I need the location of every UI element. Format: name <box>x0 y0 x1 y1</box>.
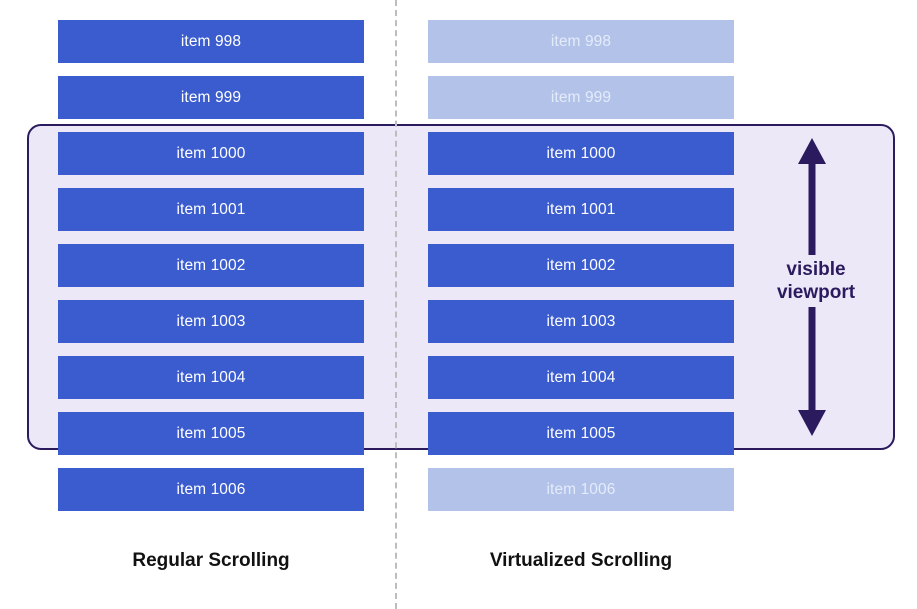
caption-regular-scrolling: Regular Scrolling <box>132 550 290 571</box>
list-item[interactable]: item 1006 <box>58 468 364 511</box>
list-item[interactable]: item 1000 <box>58 132 364 175</box>
column-regular-scrolling: item 998 item 999 item 1000 item 1001 item 1… <box>58 0 364 609</box>
column-virtualized-scrolling: item 998 item 999 item 1000 item 1001 item 1… <box>428 0 734 609</box>
list-item[interactable]: item 1000 <box>428 132 734 175</box>
caption-virtualized-scrolling: Virtualized Scrolling <box>489 550 673 571</box>
list-item[interactable]: item 1004 <box>58 356 364 399</box>
list-item[interactable]: item 999 <box>58 76 364 119</box>
list-item[interactable]: item 1005 <box>428 412 734 455</box>
list-item[interactable]: item 1005 <box>58 412 364 455</box>
list-item[interactable]: item 998 <box>58 20 364 63</box>
list-item[interactable]: item 1002 <box>58 244 364 287</box>
list-item[interactable]: item 1001 <box>428 188 734 231</box>
list-item[interactable]: item 1003 <box>58 300 364 343</box>
list-item[interactable]: item 998 <box>428 20 734 63</box>
list-item[interactable]: item 1004 <box>428 356 734 399</box>
visible-viewport-label-line1: visible <box>786 259 846 280</box>
list-item[interactable]: item 1003 <box>428 300 734 343</box>
list-item[interactable]: item 999 <box>428 76 734 119</box>
list-item[interactable]: item 1006 <box>428 468 734 511</box>
list-item[interactable]: item 1001 <box>58 188 364 231</box>
column-divider <box>395 0 397 609</box>
visible-viewport-label-line2: viewport <box>776 282 856 303</box>
list-item[interactable]: item 1002 <box>428 244 734 287</box>
visible-viewport-label: visible viewport <box>746 255 886 307</box>
